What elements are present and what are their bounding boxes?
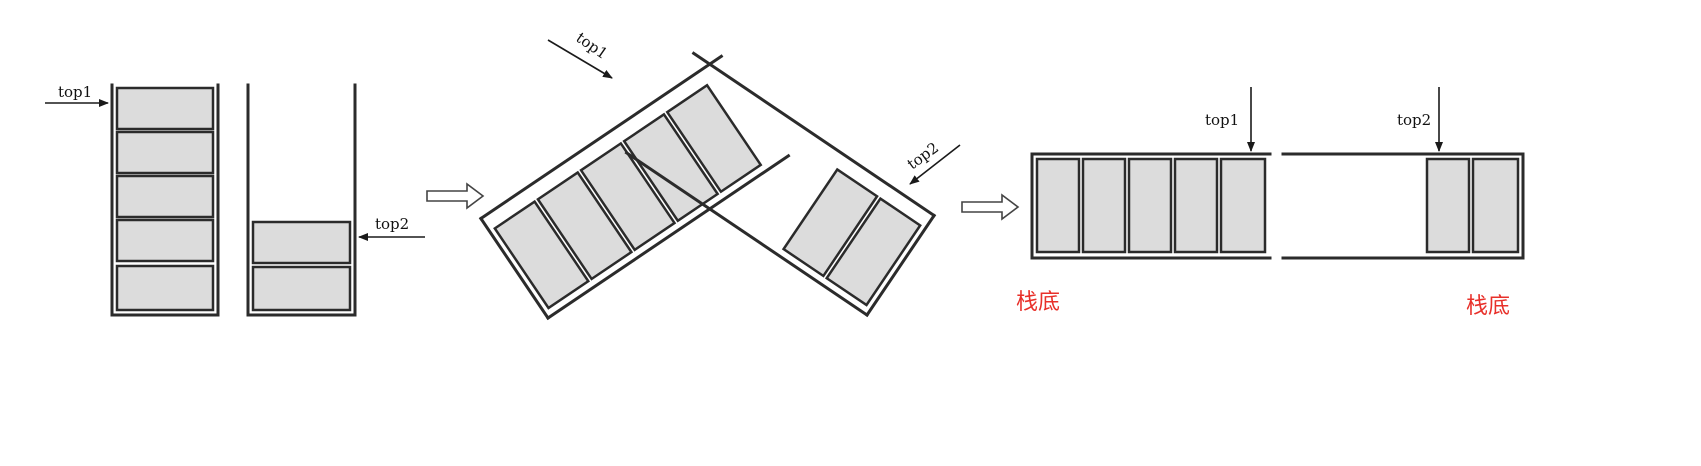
shared-stack-element-right [1425, 157, 1471, 254]
top2-label: top2 [375, 215, 409, 233]
panel-shared-stack: top1 top2 栈底 栈底 [1016, 87, 1525, 319]
top1-label: top1 [58, 83, 92, 101]
stack-1-element [115, 130, 215, 175]
tilted-stack-1-element [622, 112, 720, 223]
top2-tilted-label: top2 [904, 139, 942, 174]
stack-bottom-right-label: 栈底 [1466, 294, 1510, 319]
stack-1 [110, 83, 220, 317]
tilted-stack-1-element [536, 170, 634, 281]
stack-1-element [115, 218, 215, 263]
stack-2 [246, 83, 357, 317]
stack-2-element [251, 265, 352, 312]
transition-arrow-1 [426, 182, 485, 210]
top1-shared-label: top1 [1205, 111, 1239, 129]
shared-stack-element-left [1035, 157, 1081, 254]
shared-stack-element-left [1173, 157, 1219, 254]
stack-bottom-left-label: 栈底 [1016, 290, 1060, 315]
tilted-stack-2-element [781, 167, 879, 278]
tilted-stack-2 [624, 51, 937, 318]
tilted-stack-1-element [493, 199, 591, 310]
top2-shared-pointer: top2 [1397, 87, 1443, 152]
top1-pointer: top1 [45, 83, 109, 107]
tilted-stack-1-element [579, 141, 677, 252]
shared-stack-element-left [1219, 157, 1267, 254]
shared-stack-element-left [1127, 157, 1173, 254]
stack-1-element [115, 264, 215, 312]
top1-tilted-pointer: top1 [547, 29, 613, 79]
tilted-stack-1 [478, 54, 791, 321]
panel-two-separate-stacks: top1 top2 [45, 83, 425, 317]
shared-stack-element-right [1471, 157, 1520, 254]
transition-arrow-2 [961, 193, 1020, 221]
shared-stack-left-end [1030, 152, 1272, 260]
panel-tilted-stacks: top1 top2 [478, 29, 961, 321]
top1-shared-pointer: top1 [1205, 87, 1255, 152]
tilted-stack-2-element [824, 196, 922, 307]
stack-1-element [115, 174, 215, 219]
top2-pointer: top2 [358, 215, 425, 241]
stack-1-element [115, 86, 215, 131]
tilted-stack-1-element [665, 83, 763, 194]
top2-shared-label: top2 [1397, 111, 1431, 129]
stack-2-element [251, 220, 352, 265]
top2-tilted-pointer: top2 [904, 139, 961, 185]
shared-stack-right-end [1281, 152, 1525, 260]
shared-stack-element-left [1081, 157, 1127, 254]
